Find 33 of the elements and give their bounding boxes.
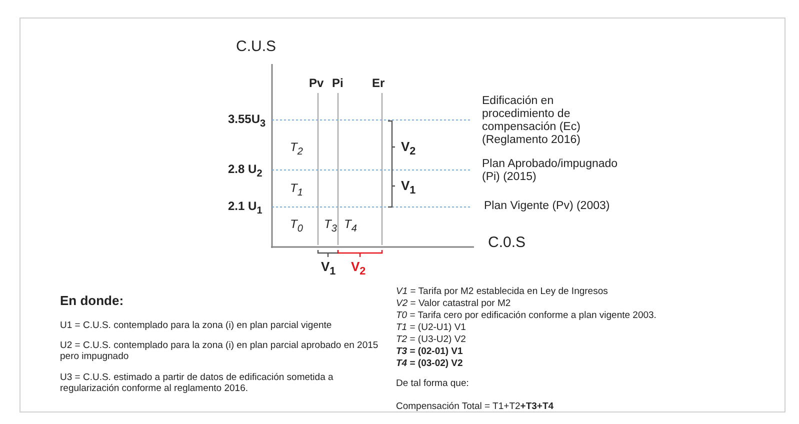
region-label: T$_{2}$ <box>290 141 303 158</box>
axis-title: C.0.S <box>488 234 526 252</box>
definition-text: T2 = (U3-U2) V2 <box>396 334 466 345</box>
definition-text: T1 = (U2-U1) V1 <box>396 322 466 333</box>
region-label: T$_{1}$ <box>290 182 303 200</box>
definition-text: U1 = C.U.S. contemplado para la zona (i) en plan parcial vigente <box>60 320 332 331</box>
level-description: Plan Aprobado/impugnado (Pi) (2015) <box>482 158 619 184</box>
line-label: Pi <box>332 77 344 90</box>
region-label: T$_{4}$ <box>344 218 357 236</box>
tick-label: 3.55U$_{3}$ <box>228 113 266 130</box>
tick-label: 2.1 U$_{1}$ <box>228 200 262 218</box>
formula-text: Compensación Total = T1+T2+T3+T4 <box>396 401 554 412</box>
level-description: Plan Vigente (Pv) (2003) <box>484 200 610 213</box>
heading: En donde: <box>60 294 124 307</box>
region-label: T$_{0}$ <box>290 218 303 236</box>
note-text: De tal forma que: <box>396 378 469 389</box>
line-label: Er <box>372 77 385 90</box>
line-label: Pv <box>309 77 324 90</box>
axis-title: C.U.S <box>236 38 276 56</box>
region-label: T$_{3}$ <box>324 218 337 236</box>
tick-label: 2.8 U$_{2}$ <box>228 163 262 180</box>
bracket-label: V$_{2}$ <box>401 140 416 159</box>
definition-text: U2 = C.U.S. contemplado para la zona (i) en plan parcial aprobado en 2015 pero impugnado <box>60 340 380 362</box>
definition-text: T4 = (03-02) V2 <box>396 358 463 369</box>
level-description: Edificación en procedimiento de compensación (Ec) (Reglamento 2016) <box>482 95 582 147</box>
definition-text: T0 = Tarifa cero por edificación conforme a plan vigente 2003. <box>396 310 656 321</box>
bracket-label: V$_{1}$ <box>321 260 336 279</box>
bracket-label: V$_{2}$ <box>351 260 366 279</box>
bracket-label: V$_{1}$ <box>401 179 416 198</box>
definition-text: V1 = Tarifa por M2 establecida en Ley de Ingresos <box>396 286 608 297</box>
definition-text: U3 = C.U.S. estimado a partir de datos de edificación sometida a regularización conforme al reglamento 2016. <box>60 372 334 394</box>
definition-text: V2 = Valor catastral por M2 <box>396 298 511 309</box>
definition-text: T3 = (02-01) V1 <box>396 346 463 357</box>
